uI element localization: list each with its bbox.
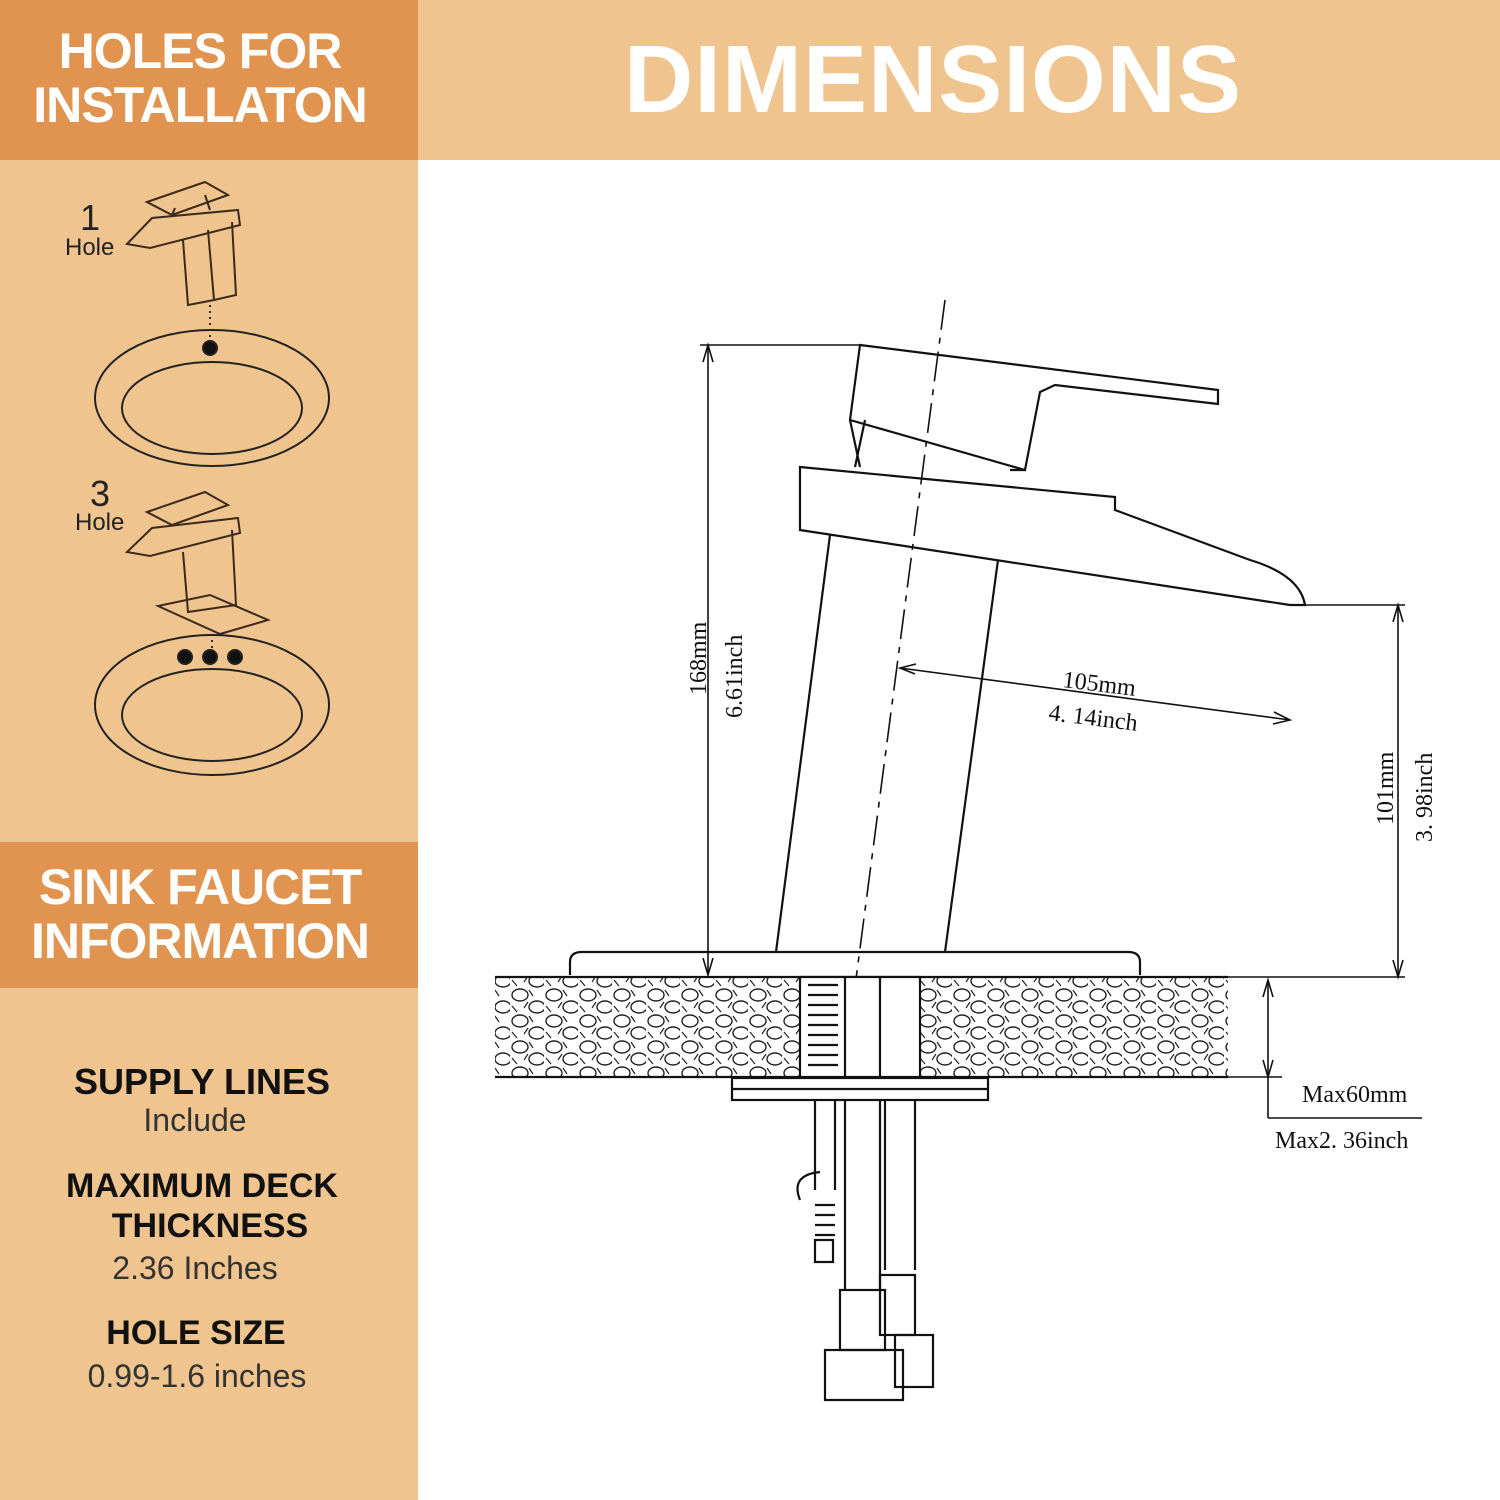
dimension-lines bbox=[700, 342, 1422, 1119]
deck-max-mm-label: Max60mm bbox=[1302, 1082, 1408, 1108]
one-hole-sink-icon bbox=[94, 329, 330, 467]
one-hole-label: Hole bbox=[65, 234, 114, 261]
one-hole-faucet-icon bbox=[124, 180, 242, 340]
three-hole-faucet-icon bbox=[124, 490, 271, 650]
info-title: SINK FAUCET INFORMATION bbox=[0, 860, 400, 968]
page-title: DIMENSIONS bbox=[623, 26, 1243, 133]
countertop-outline bbox=[495, 975, 1228, 1402]
spec-deck-label-line2: THICKNESS bbox=[111, 1207, 309, 1245]
spout-height-inch-label: 3. 98inch bbox=[1412, 753, 1438, 842]
spec-deck-value: 2.36 Inches bbox=[112, 1250, 278, 1286]
three-hole-sink-icon bbox=[94, 634, 330, 776]
spout-height-mm-label: 101mm bbox=[1373, 751, 1399, 825]
info-title-line1: SINK FAUCET bbox=[38, 859, 362, 915]
left-panel bbox=[0, 160, 418, 1500]
three-hole-label: Hole bbox=[75, 509, 124, 536]
holes-title: HOLES FOR INSTALLATON bbox=[0, 24, 400, 132]
holes-title-line2: INSTALLATON bbox=[33, 77, 367, 133]
three-hole-number: 3 bbox=[90, 473, 110, 514]
height-mm-label: 168mm bbox=[686, 621, 712, 695]
height-inch-label: 6.61inch bbox=[722, 635, 748, 718]
spec-hole-size-label: HOLE SIZE bbox=[106, 1314, 286, 1352]
info-header-band bbox=[0, 842, 418, 988]
spec-deck-label-line1: MAXIMUM DECK bbox=[66, 1167, 338, 1205]
dimensions-header-band bbox=[418, 0, 1500, 160]
faucet-technical-drawing bbox=[568, 299, 1307, 1041]
spec-supply-lines-label: SUPPLY LINES bbox=[73, 1061, 331, 1102]
info-title-line2: INFORMATION bbox=[30, 913, 370, 969]
holes-header-band bbox=[0, 0, 418, 160]
reach-inch-label: 4. 14inch bbox=[1047, 700, 1139, 737]
holes-title-line1: HOLES FOR bbox=[58, 23, 343, 79]
spec-supply-lines-value: Include bbox=[143, 1102, 247, 1138]
deck-max-inch-label: Max2. 36inch bbox=[1275, 1128, 1408, 1154]
spec-hole-size-value: 0.99-1.6 inches bbox=[87, 1358, 307, 1394]
one-hole-number: 1 bbox=[80, 197, 100, 238]
reach-mm-label: 105mm bbox=[1061, 667, 1137, 702]
